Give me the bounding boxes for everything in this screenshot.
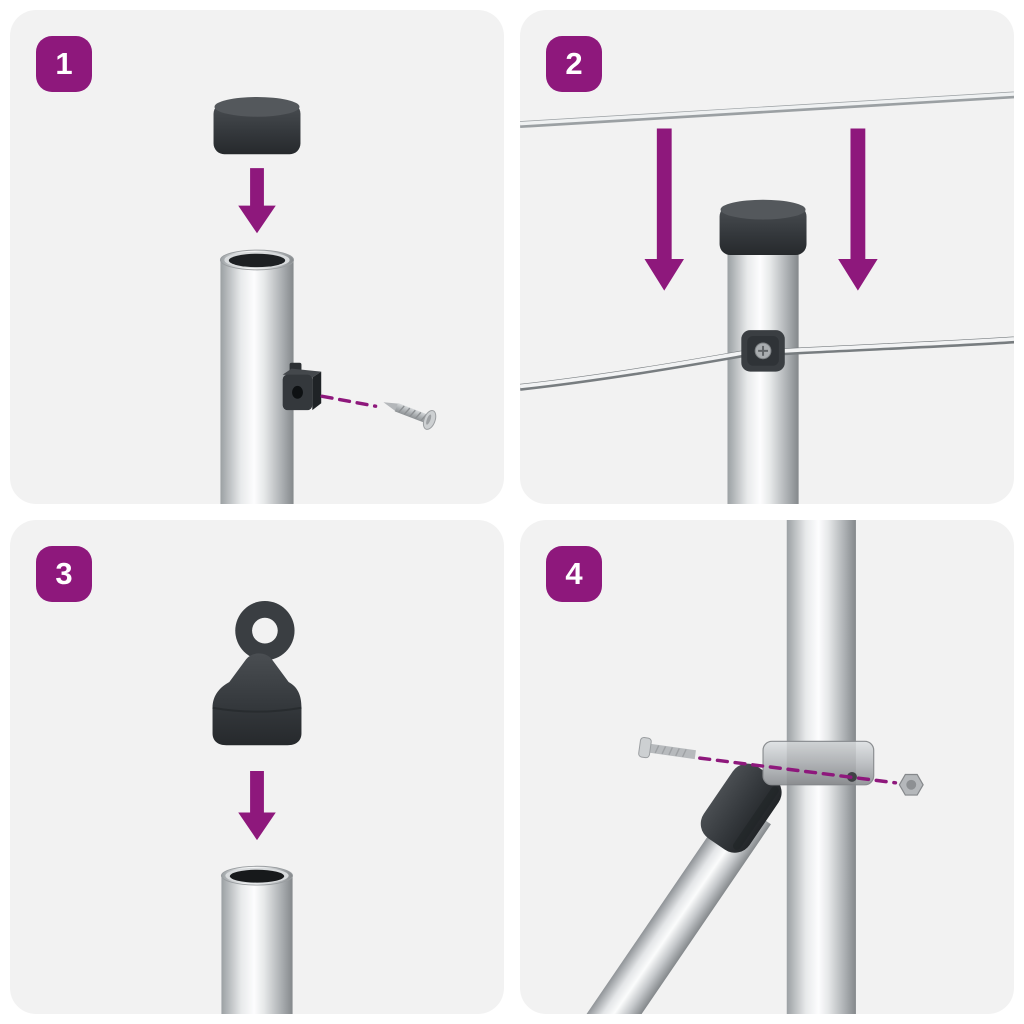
step-number-3: 3 bbox=[55, 556, 73, 591]
bolt bbox=[638, 736, 696, 760]
step-number-2: 2 bbox=[565, 46, 583, 81]
illustration-step-2 bbox=[520, 91, 1014, 504]
step-badge-2: 2 bbox=[546, 36, 602, 92]
bolt-guide-dashed-line bbox=[698, 756, 898, 785]
tension-wire bbox=[520, 336, 1014, 391]
step-panel-4: 4 bbox=[520, 520, 1014, 1014]
step-panel-2: 2 bbox=[520, 10, 1014, 504]
wire-clamp-with-screw bbox=[741, 330, 785, 372]
top-tension-wire bbox=[520, 91, 1014, 129]
nut bbox=[898, 773, 924, 796]
down-arrow-right bbox=[838, 128, 878, 291]
wire-holder-bracket bbox=[282, 362, 322, 411]
step-badge-3: 3 bbox=[36, 546, 92, 602]
step-number-1: 1 bbox=[55, 46, 73, 81]
steel-post-open-top bbox=[219, 249, 295, 504]
screw-guide-dashed-line bbox=[320, 394, 378, 408]
illustration-step-4 bbox=[586, 520, 924, 1014]
diagonal-brace-tube bbox=[586, 798, 771, 1014]
down-arrow-left bbox=[644, 128, 685, 291]
down-arrow bbox=[238, 770, 276, 841]
illustration-step-3 bbox=[212, 601, 302, 1014]
step-badge-1: 1 bbox=[36, 36, 92, 92]
capped-steel-post bbox=[719, 199, 807, 504]
screw bbox=[383, 402, 437, 430]
down-arrow bbox=[238, 168, 276, 234]
brace-connector-sleeve bbox=[700, 763, 782, 853]
step-number-4: 4 bbox=[565, 556, 583, 591]
step-panel-1: 1 bbox=[10, 10, 504, 504]
steel-post-open-top bbox=[220, 865, 294, 1014]
step-panel-3: 3 bbox=[10, 520, 504, 1014]
eye-loop-post-cap bbox=[212, 601, 302, 746]
post-cap bbox=[213, 96, 301, 155]
illustration-step-1 bbox=[213, 96, 437, 504]
step-badge-4: 4 bbox=[546, 546, 602, 602]
